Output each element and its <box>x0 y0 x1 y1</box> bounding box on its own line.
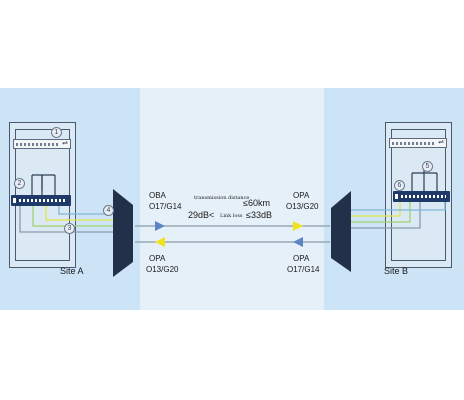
site-a-mux <box>113 189 133 277</box>
site-a-wiring <box>31 174 56 196</box>
link-loss-max: ≤33dB <box>246 210 272 220</box>
switch-icon: ⇌ <box>62 140 68 147</box>
link-loss-term: Link loss <box>220 213 243 219</box>
fiber-span-region <box>140 88 324 310</box>
site-a-fibers <box>19 206 114 233</box>
oba-arrow-icon <box>293 237 303 247</box>
site-b-amplifier-chassis <box>393 191 450 202</box>
switch-icon: ⇌ <box>438 139 444 146</box>
oba-arrow-icon <box>155 221 165 231</box>
amp-type-label: OBA <box>149 191 166 200</box>
site-b-mux <box>331 191 351 272</box>
distance-value: ≤60km <box>243 198 270 208</box>
callout-badge: 5 <box>422 161 433 172</box>
amp-model-label: O13/G20 <box>146 265 179 274</box>
amp-model-label: O13/G20 <box>286 202 319 211</box>
amp-type-label: OPA <box>149 254 166 263</box>
opa-arrow-icon <box>293 221 303 231</box>
callout-badge: 3 <box>64 223 75 234</box>
callout-badge: 2 <box>14 178 25 189</box>
callout-badge: 4 <box>103 205 114 216</box>
site-b-wiring <box>411 168 438 192</box>
amp-type-label: OPA <box>293 191 310 200</box>
amp-model-label: O17/G14 <box>287 265 320 274</box>
site-a-label: Site A <box>60 266 84 276</box>
site-a-patch-panel: ⇌ <box>13 139 71 149</box>
callout-badge: 1 <box>51 127 62 138</box>
opa-arrow-icon <box>155 237 165 247</box>
site-b-fibers <box>350 202 446 229</box>
site-a-amplifier-chassis <box>11 195 71 206</box>
callout-badge: 6 <box>394 180 405 191</box>
site-b-patch-panel: ⇌ <box>389 138 447 148</box>
site-b-label: Site B <box>384 266 409 276</box>
amp-model-label: O17/G14 <box>149 202 182 211</box>
amp-type-label: OPA <box>293 254 310 263</box>
link-loss-min: 29dB< <box>188 210 215 220</box>
distance-term: transmission distance <box>194 195 250 201</box>
